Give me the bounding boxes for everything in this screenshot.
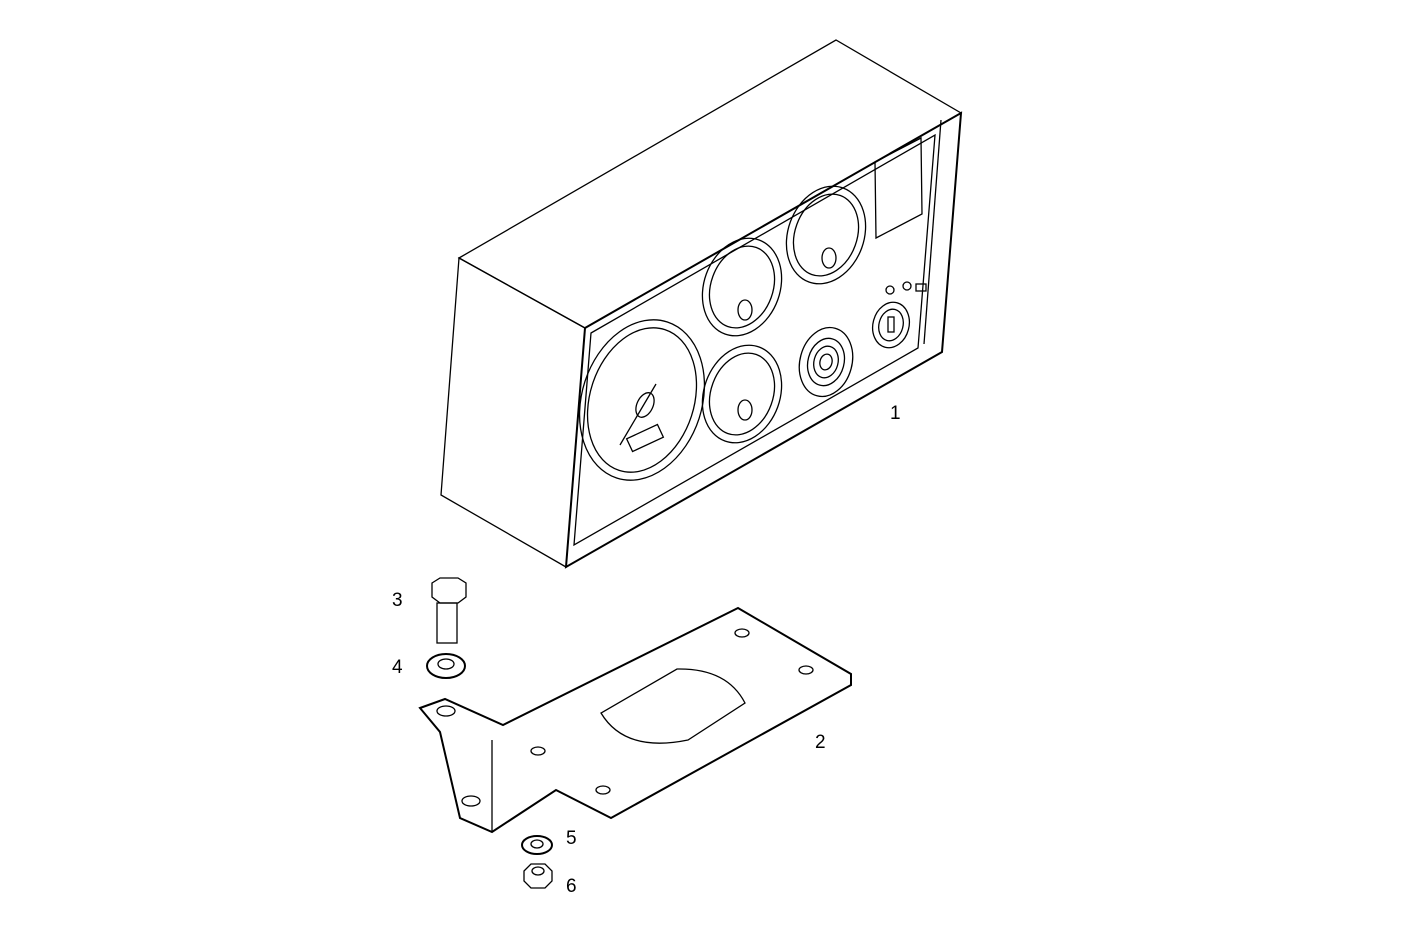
callout-5: 5: [566, 828, 577, 849]
callout-4: 4: [392, 657, 403, 678]
callout-1: 1: [890, 403, 901, 424]
hex-bolt: [431, 577, 467, 644]
callout-2: 2: [815, 732, 826, 753]
mounting-bracket: [418, 606, 852, 834]
washer-5: [521, 835, 553, 855]
callout-3: 3: [392, 590, 403, 611]
hex-nut: [523, 863, 553, 889]
instrument-cluster: [440, 39, 963, 569]
callout-6: 6: [566, 876, 577, 897]
washer-4: [426, 653, 466, 679]
